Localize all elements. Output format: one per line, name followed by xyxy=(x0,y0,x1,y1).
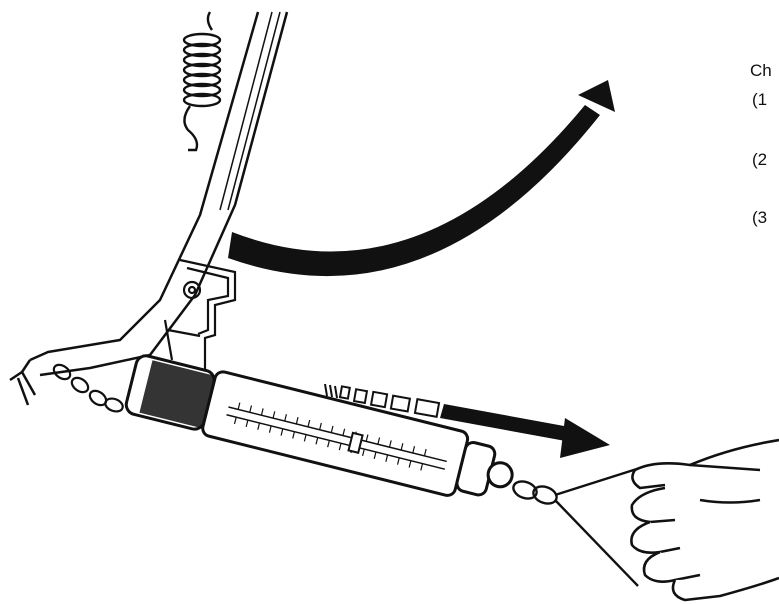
stand-arm xyxy=(9,11,289,406)
scale-indicator xyxy=(347,431,364,454)
pull-arrow xyxy=(324,383,610,458)
bracket-plate xyxy=(163,258,237,370)
chain-right xyxy=(512,466,641,587)
spring-scale xyxy=(124,354,514,497)
side-text-item-1: (1 xyxy=(752,90,768,109)
rotate-arrow xyxy=(228,80,615,277)
side-text-heading: Ch xyxy=(750,61,772,80)
return-spring xyxy=(182,11,222,152)
chain-left xyxy=(52,363,124,413)
scale-ticks xyxy=(233,402,427,471)
side-text-item-3: (3 xyxy=(752,208,768,227)
side-text-item-2: (2 xyxy=(752,150,768,169)
hand xyxy=(630,438,779,602)
